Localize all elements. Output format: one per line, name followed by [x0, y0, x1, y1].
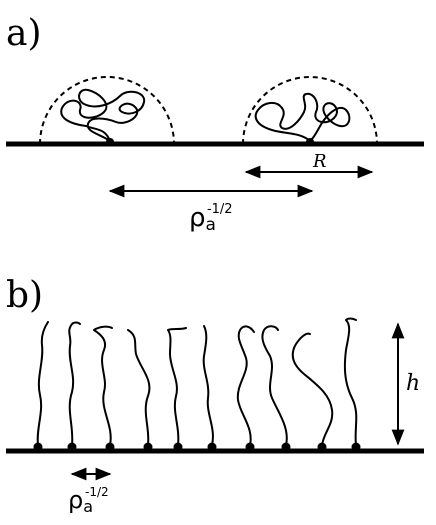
panel-a-label: a) — [6, 13, 42, 54]
anchor-point — [317, 442, 327, 452]
brush-chain — [127, 329, 151, 446]
panel-b-label: b) — [6, 275, 43, 316]
anchor-point — [143, 442, 153, 452]
panel-a: a) R ρa-1/2 — [6, 13, 424, 235]
panel-b: b) h ρa-1/2 — [6, 275, 424, 516]
anchor-point — [245, 442, 255, 452]
brush-chain — [93, 325, 113, 446]
mushroom-boundary-left — [39, 76, 175, 145]
spacing-label-b: ρa-1/2 — [68, 485, 109, 516]
anchor-point — [173, 442, 183, 452]
anchor-point — [351, 442, 361, 452]
coiled-chain-left — [60, 88, 146, 142]
brush-chain — [261, 325, 288, 446]
coiled-chain-right — [254, 92, 351, 142]
anchor-point — [33, 442, 43, 452]
anchor-point — [281, 442, 291, 452]
brush-chain — [68, 321, 81, 446]
radius-label: R — [312, 151, 327, 172]
anchor-point — [67, 442, 77, 452]
anchor-point — [105, 442, 115, 452]
brush-chain — [167, 327, 187, 446]
anchor-point-left — [106, 138, 114, 146]
height-label: h — [406, 371, 420, 396]
anchor-point — [207, 442, 217, 452]
spacing-label-a: ρa-1/2 — [189, 202, 233, 235]
mushroom-boundary-right — [242, 76, 378, 145]
brush-chain — [202, 325, 214, 446]
brush-chain — [291, 332, 334, 446]
brush-chain — [236, 325, 255, 446]
brush-chain — [36, 321, 49, 446]
brush-chain — [343, 317, 358, 446]
anchor-point-right — [306, 138, 314, 146]
